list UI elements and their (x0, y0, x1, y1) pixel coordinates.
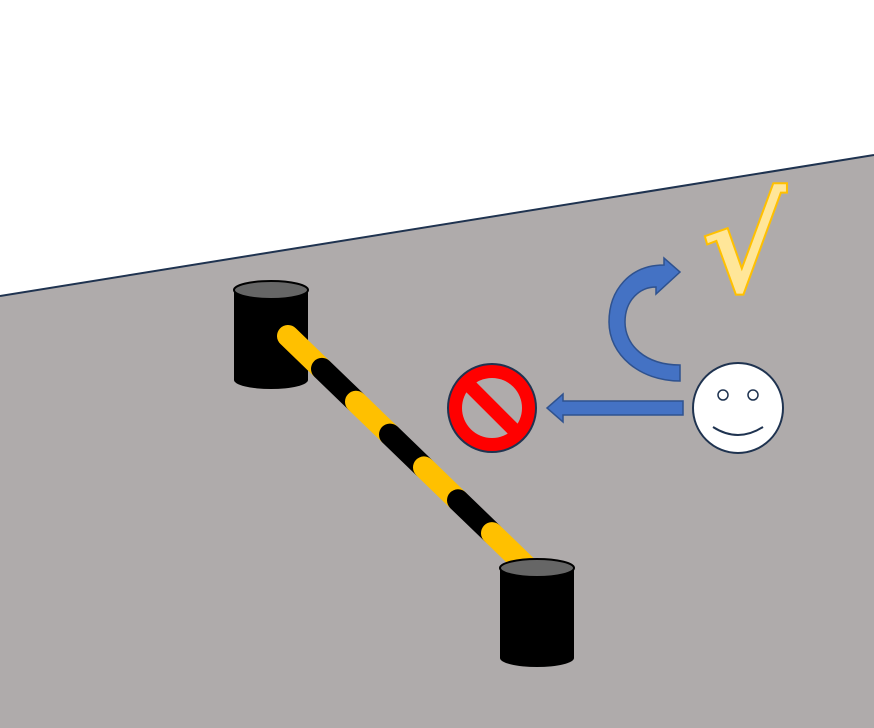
barrier (233, 280, 575, 667)
smiley-face-icon (692, 362, 784, 454)
check-mark: √ (700, 171, 787, 323)
straight-left-arrow-icon (545, 392, 684, 424)
left-post (233, 280, 309, 389)
no-entry-icon (447, 363, 537, 453)
ground-edge-line (0, 154, 874, 297)
curved-u-turn-arrow-icon (608, 256, 682, 382)
ground-plane (0, 155, 874, 728)
right-post-top (499, 558, 575, 578)
left-eye (717, 389, 729, 401)
left-post-top (233, 280, 309, 300)
smile (712, 426, 764, 436)
right-eye (747, 389, 759, 401)
right-post (499, 558, 575, 667)
